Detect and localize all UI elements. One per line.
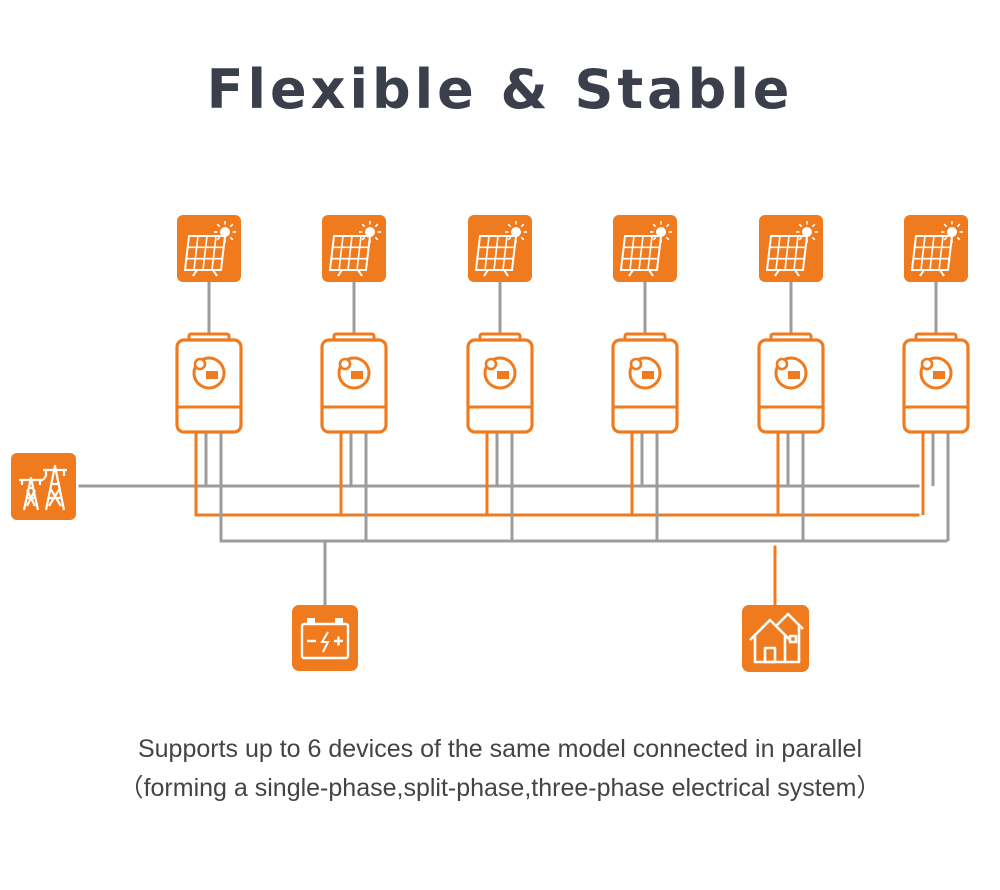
unit-2 [320, 215, 388, 541]
caption-line-1: Supports up to 6 devices of the same mod… [137, 735, 863, 763]
inverter-icon [611, 332, 679, 434]
solar-panel-icon [904, 215, 968, 282]
inverter-icon [902, 332, 970, 434]
solar-panel-icon [613, 215, 677, 282]
inverter-icon [320, 332, 388, 434]
unit-3 [466, 215, 534, 541]
solar-panel-icon [322, 215, 386, 282]
page-title: Flexible & Stable [206, 58, 794, 121]
inverter-icon [175, 332, 243, 434]
inverter-icon [466, 332, 534, 434]
unit-4 [611, 215, 679, 541]
solar-panel-icon [468, 215, 532, 282]
solar-panel-icon [177, 215, 241, 282]
battery-icon [292, 605, 358, 671]
caption-line-2: （forming a single-phase,split-phase,thre… [118, 774, 882, 802]
units [175, 215, 970, 541]
unit-5 [757, 215, 825, 541]
inverter-icon [757, 332, 825, 434]
unit-6 [902, 215, 970, 541]
house-icon [742, 605, 809, 672]
solar-panel-icon [759, 215, 823, 282]
unit-1 [175, 215, 243, 541]
power-tower-icon [11, 453, 76, 520]
